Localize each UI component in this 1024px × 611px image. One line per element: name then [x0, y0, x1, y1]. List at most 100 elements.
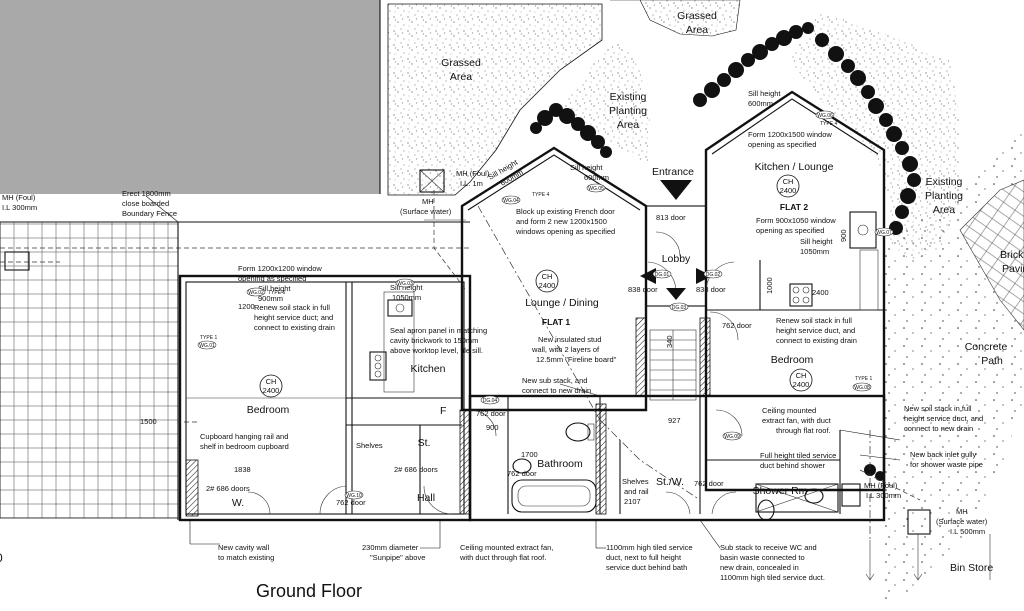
entrance-label: Entrance: [652, 166, 694, 178]
note-sill-900-l2: 900mm: [258, 294, 283, 303]
ch-bedroom-right-label: CH: [796, 371, 807, 380]
note-seal-apron-l3: above worktop level, tile sill.: [390, 346, 483, 355]
bathroom-label: Bathroom: [537, 458, 583, 470]
note-fan-bottom-l1: Ceiling mounted extract fan,: [460, 543, 553, 552]
note-new-soil-l1: New soil stack in full: [904, 404, 972, 413]
note-sill-600c-l2: 600mm: [584, 173, 609, 182]
tag-dg04: DG.04: [483, 398, 498, 404]
dim-1500: 1500: [140, 417, 157, 426]
mh-foul-top-line1: MH (Foul): [456, 169, 490, 178]
note-sub-wc-l3: new drain, concealed in: [720, 563, 799, 572]
note-back-inlet-l2: for shower waste pipe: [910, 460, 983, 469]
note-seal-apron-l1: Seal apron panel in matching: [390, 326, 487, 335]
fence-note-line1: Erect 1800mm: [122, 189, 171, 198]
f-label: F: [440, 405, 446, 417]
shelves-1: Shelves: [356, 441, 383, 450]
room-labels: Entrance Lobby Lounge / Dining FLAT 1 Ki…: [232, 161, 834, 509]
notes: Form 1200x1200 window opening as specifi…: [200, 89, 983, 582]
dimension-labels: 1200 1500 1838 900 1700 2107 927 340 100…: [140, 229, 848, 506]
dim-1838: 1838: [234, 465, 251, 474]
brick-paving-line1: Brick: [1000, 249, 1024, 261]
tag-dg01: DG.01: [655, 272, 670, 278]
mh-surface-top-line2: (Surface water): [400, 207, 452, 216]
doors-686b: 2# 686 doors: [394, 465, 438, 474]
stairs: [649, 329, 697, 401]
grassed-area-1-line1: Grassed: [441, 57, 481, 69]
tag-dg02: DG.02: [706, 272, 721, 278]
tag-wg02: WG.02: [248, 290, 264, 296]
tag-wg06: WG.06: [817, 113, 833, 119]
note-cupboard-l2: shelf in bedroom cupboard: [200, 442, 289, 451]
note-new-soil-l3: connect to new drain: [904, 424, 973, 433]
kitchen-label: Kitchen: [410, 363, 445, 375]
note-sill-900-l1: Sill height: [258, 284, 291, 293]
doors-686a: 2# 686 doors: [206, 484, 250, 493]
tag-wg04: WG.04: [503, 198, 519, 204]
door-762c: 762 door: [507, 469, 537, 478]
left-paving: [0, 221, 179, 519]
grassed-area-2-line2: Area: [686, 24, 708, 36]
note-seal-apron-l2: cavity brickwork to 150mm: [390, 336, 478, 345]
ceiling-height-markers: CH 2400 CH 2400 CH 2400 CH 2400: [259, 174, 813, 398]
shower-room-label: Shower Rm: [753, 485, 808, 497]
flat1-label: FLAT 1: [542, 317, 570, 327]
note-renew-left-l3: connect to existing drain: [254, 323, 335, 332]
note-fan-right-l1: Ceiling mounted: [762, 406, 816, 415]
door-813: 813 door: [656, 213, 686, 222]
note-renew-left-l2: height service duct; and: [254, 313, 333, 322]
note-sunpipe-l1: 230mm diameter: [362, 543, 419, 552]
wardrobe-label: W.: [232, 497, 244, 509]
note-form-1500-l1: Form 1200x1500 window: [748, 130, 832, 139]
door-762d: 762 door: [694, 479, 724, 488]
note-french-door-l2: and form 2 new 1200x1500: [516, 217, 607, 226]
lobby-label: Lobby: [662, 253, 691, 265]
tag-wg10: WG.10: [346, 493, 362, 499]
mh-surface-bottom-line3: I.L 500mm: [950, 527, 985, 536]
note-sill-600a-l2: 600mm: [748, 99, 773, 108]
neighbour-building: [0, 0, 380, 194]
dim-927: 927: [668, 416, 681, 425]
note-sub-wc-l1: Sub stack to receive WC and: [720, 543, 817, 552]
mh-foul-top-line2: I.L. 1m: [460, 179, 483, 188]
dim-340: 340: [665, 335, 674, 348]
fence-note-line2: close boarded: [122, 199, 169, 208]
concrete-path-line2: Path: [981, 355, 1003, 367]
fence-note-line3: Boundary Fence: [122, 209, 177, 218]
brick-paving-line2: Pavin: [1002, 263, 1024, 275]
note-fan-bottom-l2: with duct through flat roof.: [459, 553, 546, 562]
tag-type4-a: TYPE 4: [532, 192, 549, 198]
note-sill-1050k-l1: Sill height: [390, 283, 423, 292]
dim-2107: 2107: [624, 497, 641, 506]
bedroom-left-label: Bedroom: [247, 404, 290, 416]
drain-lines: [0, 169, 991, 581]
tag-wg01: WG.01: [199, 343, 215, 349]
door-762a: 762 door: [722, 321, 752, 330]
mh-surface-top-line1: MH: [422, 197, 434, 206]
note-sub-wc-l2: basin waste connected to: [720, 553, 805, 562]
note-renew-right-l2: height service duct, and: [776, 326, 855, 335]
grassed-area-1: [387, 3, 603, 196]
note-insulated-l1: New insulated stud: [538, 335, 601, 344]
door-838a: 838 door: [628, 285, 658, 294]
note-sill-1050k-l2: 1050mm: [392, 293, 421, 302]
shrubs: [530, 22, 921, 481]
note-new-soil-l2: height service duct, and: [904, 414, 983, 423]
note-french-door-l1: Block up existing French door: [516, 207, 615, 216]
note-tiled-1100-l1: 1100mm high tiled service: [606, 543, 693, 552]
mh-left-line1: MH (Foul): [2, 193, 36, 202]
note-form-1500-l2: opening as specified: [748, 140, 816, 149]
grassed-area-1-line2: Area: [450, 71, 472, 83]
shelves-2: Shelves: [622, 477, 649, 486]
note-renew-right-l1: Renew soil stack in full: [776, 316, 852, 325]
store-label: St.: [418, 437, 431, 449]
dim-1000: 1000: [765, 277, 774, 294]
internal-walls: [185, 260, 884, 517]
bin-store-label: Bin Store: [950, 562, 993, 574]
planting-1-line3: Area: [617, 119, 639, 131]
note-sub-stack-l2: connect to new drain: [522, 386, 591, 395]
note-back-inlet-l1: New back inlet gully: [910, 450, 977, 459]
planting-area-2: [790, 10, 960, 260]
ch-lounge-value: 2400: [539, 281, 556, 290]
note-form-900-l1: Form 900x1050 window: [756, 216, 836, 225]
